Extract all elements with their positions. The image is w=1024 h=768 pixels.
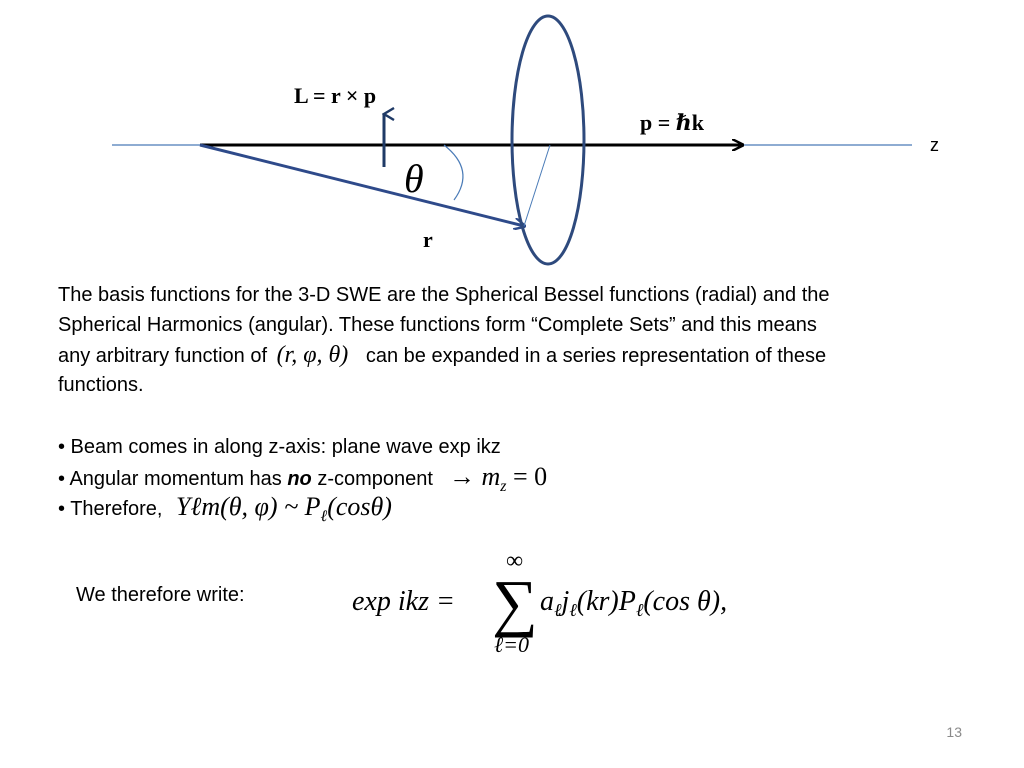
rhs-j: j [559,586,570,617]
radial-projection-line [523,144,551,227]
rhs-p-sub: ℓ [636,600,644,620]
ylm-math-sub: ℓ [320,508,328,526]
intro-line-2: Spherical Harmonics (angular). These fun… [58,314,817,336]
mz-math-main: → m [448,462,501,491]
intro-paragraph: The basis functions for the 3-D SWE are … [58,280,968,400]
rhs-a-sub: ℓ [554,600,562,620]
rhs-a: a [540,586,554,617]
intro-line-3: any arbitrary function of (r, φ, θ) can … [58,340,968,370]
ylm-math: Yℓm(θ, φ) ~ Pℓ(cosθ) [176,492,392,532]
bullet-2-post: z-component [311,468,433,490]
bullet-2-pre: • Angular momentum has [58,468,288,490]
rhs-tail: (cos θ), [643,586,727,617]
cross-section-ellipse [510,14,586,266]
mz-math-sub: z [500,478,507,496]
partial-wave-equation: exp ikz = ∞ ∑ ℓ=0 aℓjℓ(kr)Pℓ(cos θ), [352,548,727,657]
equation-rhs: aℓjℓ(kr)Pℓ(cos θ), [540,586,727,620]
scattering-diagram: L = r × p p = ℏk θ r z [112,14,939,266]
bullet-3-pre: • Therefore, [58,498,169,520]
page-number: 13 [946,724,962,740]
coords-math: (r, φ, θ) [276,342,349,368]
angular-momentum-label: L = r × p [294,83,376,108]
bullet-2-emphasis: no [287,468,312,490]
momentum-label: p = ℏk [640,110,705,135]
intro-line-3-pre: any arbitrary function of [58,345,273,367]
theta-arc [443,144,464,201]
z-axis-label: z [930,135,939,155]
intro-line-1: The basis functions for the 3-D SWE are … [58,284,830,306]
intro-line-4: functions. [58,374,144,396]
bullet-angular-momentum: • Angular momentum has no z-component → m… [58,462,547,495]
intro-line-3-post: can be expanded in a series representati… [360,345,827,367]
mz-math: → mz = 0 [449,462,547,502]
ylm-math-tail: (cosθ) [327,492,392,521]
rhs-j-sub: ℓ [569,600,577,620]
sum-lower-limit: ℓ=0 [494,632,529,657]
bullet-list: • Beam comes in along z-axis: plane wave… [58,432,547,525]
bullet-therefore: • Therefore, Yℓm(θ, φ) ~ Pℓ(cosθ) [58,492,547,525]
rhs-kr: (kr)P [577,586,636,617]
theta-label: θ [404,156,424,201]
equation-label: We therefore write: [76,584,245,606]
r-vector-arrow [199,143,524,226]
sum-upper-limit: ∞ [506,548,523,574]
bullet-beam: • Beam comes in along z-axis: plane wave… [58,436,501,458]
r-label: r [423,227,433,252]
sum-symbol: ∑ [492,567,538,638]
ylm-math-main: Yℓm(θ, φ) ~ P [176,492,321,521]
mz-math-tail: = 0 [506,462,548,491]
equation-lhs: exp ikz = [352,586,455,617]
